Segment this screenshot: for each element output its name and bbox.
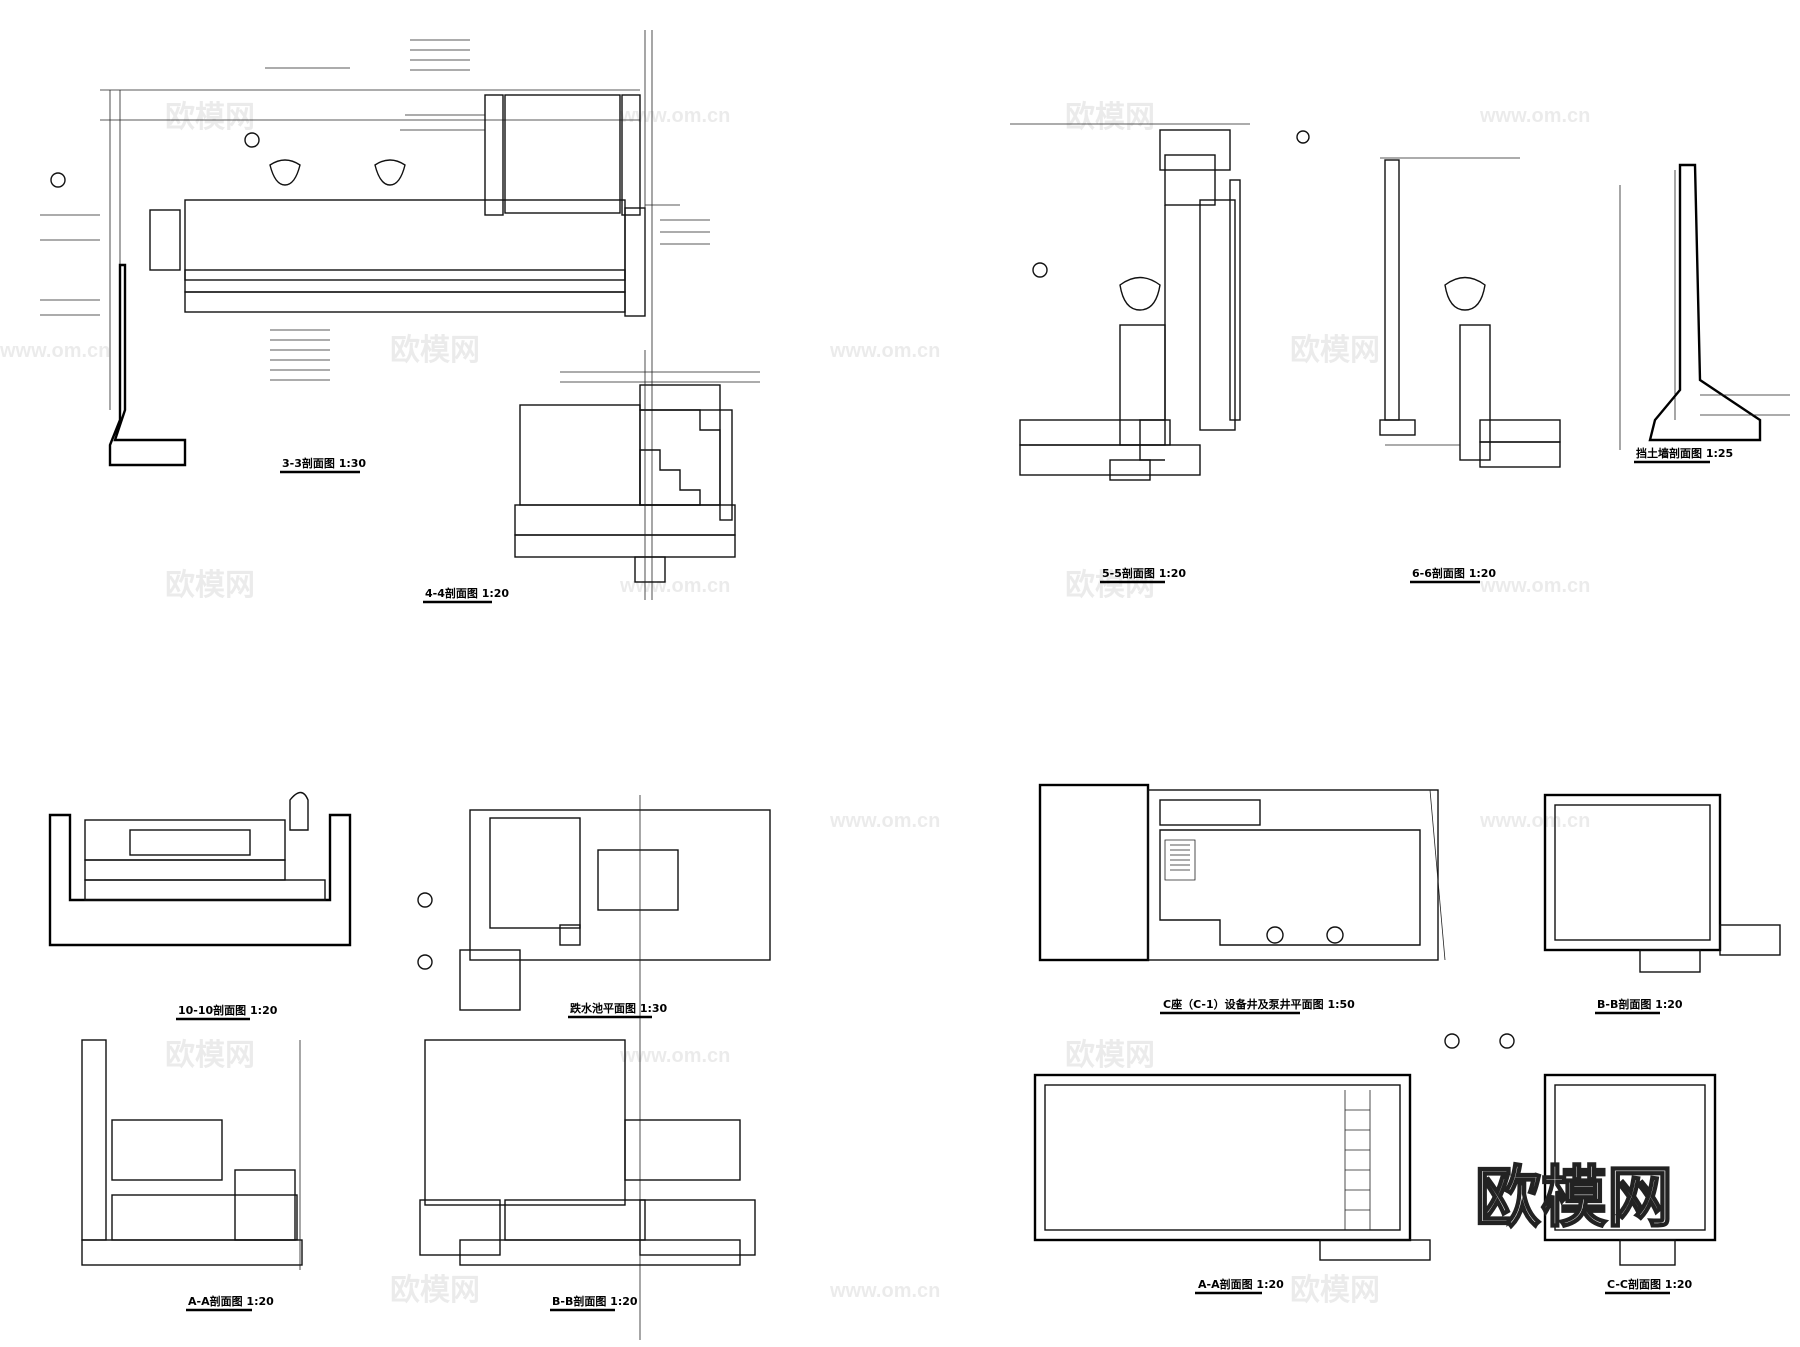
watermark-url: www.om.cn bbox=[829, 1280, 940, 1302]
section-3-3-drawing: 3-3剖面图 1:30 bbox=[40, 30, 710, 600]
section-bb-middle-drawing: B-B剖面图 1:20 bbox=[419, 1039, 756, 1312]
c-plan-drawing: C座（C-1）设备井及泵井平面图 1:50 bbox=[1038, 783, 1446, 1015]
watermark-layer: 欧模网 欧模网 欧模网 欧模网 欧模网 欧模网 欧模网 欧模网 欧模网 欧模网 … bbox=[0, 101, 1590, 1307]
watermark-url: www.om.cn bbox=[619, 575, 730, 597]
section-cc-drawing: C-C剖面图 1:20 bbox=[1499, 1033, 1717, 1295]
watermark-url: www.om.cn bbox=[0, 340, 110, 362]
section-bb-right-drawing: B-B剖面图 1:20 bbox=[1543, 793, 1781, 1015]
watermark-logo: 欧模网 bbox=[390, 1274, 480, 1307]
drawing-title: 5-5剖面图 1:20 bbox=[1102, 566, 1186, 580]
section-aa-right-drawing: A-A剖面图 1:20 bbox=[1033, 1033, 1460, 1295]
watermark-url: www.om.cn bbox=[829, 340, 940, 362]
watermark-url: www.om.cn bbox=[1479, 810, 1590, 832]
watermark-logo: 欧模网 bbox=[1065, 101, 1155, 134]
retaining-wall-drawing: 挡土墙剖面图 1:25 bbox=[1619, 163, 1790, 464]
watermark-logo: 欧模网 bbox=[1290, 334, 1380, 367]
watermark-url: www.om.cn bbox=[619, 105, 730, 127]
drawing-title: 10-10剖面图 1:20 bbox=[178, 1003, 278, 1017]
watermark-url: www.om.cn bbox=[1479, 575, 1590, 597]
drawing-title: C-C剖面图 1:20 bbox=[1607, 1277, 1692, 1291]
watermark-logo: 欧模网 bbox=[1290, 1274, 1380, 1307]
drawing-title: C座（C-1）设备井及泵井平面图 1:50 bbox=[1163, 997, 1355, 1011]
watermark-url: www.om.cn bbox=[829, 810, 940, 832]
drawing-title: B-B剖面图 1:20 bbox=[552, 1294, 638, 1308]
watermark-logo: 欧模网 bbox=[165, 1039, 255, 1072]
drawing-title: A-A剖面图 1:20 bbox=[188, 1294, 274, 1308]
drawing-title: 挡土墙剖面图 1:25 bbox=[1636, 446, 1733, 460]
leader-notes bbox=[40, 39, 710, 381]
drawing-title: 6-6剖面图 1:20 bbox=[1412, 566, 1496, 580]
section-5-5-drawing: 5-5剖面图 1:20 bbox=[1010, 123, 1310, 584]
section-10-10-drawing: 10-10剖面图 1:20 bbox=[48, 791, 352, 1021]
drawing-title: 跌水池平面图 1:30 bbox=[570, 1001, 668, 1015]
section-4-4-drawing: 4-4剖面图 1:20 bbox=[423, 350, 760, 604]
drawing-title: 3-3剖面图 1:30 bbox=[282, 456, 366, 470]
watermark-logo: 欧模网 bbox=[165, 569, 255, 602]
watermark-url: www.om.cn bbox=[619, 1045, 730, 1067]
pool-plan-drawing: 跌水池平面图 1:30 bbox=[417, 795, 771, 1340]
watermark-logo: 欧模网 bbox=[390, 334, 480, 367]
watermark-logo: 欧模网 bbox=[165, 101, 255, 134]
watermark-logo: 欧模网 bbox=[1065, 1039, 1155, 1072]
brand-logo-watermark: 欧模网 bbox=[1475, 1159, 1673, 1236]
section-aa-left-drawing: A-A剖面图 1:20 bbox=[81, 1039, 303, 1312]
drawing-title: 4-4剖面图 1:20 bbox=[425, 586, 509, 600]
watermark-url: www.om.cn bbox=[1479, 105, 1590, 127]
drawing-title: B-B剖面图 1:20 bbox=[1597, 997, 1683, 1011]
drawing-title: A-A剖面图 1:20 bbox=[1198, 1277, 1284, 1291]
section-6-6-drawing: 6-6剖面图 1:20 bbox=[1379, 157, 1561, 584]
watermark-logo: 欧模网 bbox=[1065, 569, 1155, 602]
